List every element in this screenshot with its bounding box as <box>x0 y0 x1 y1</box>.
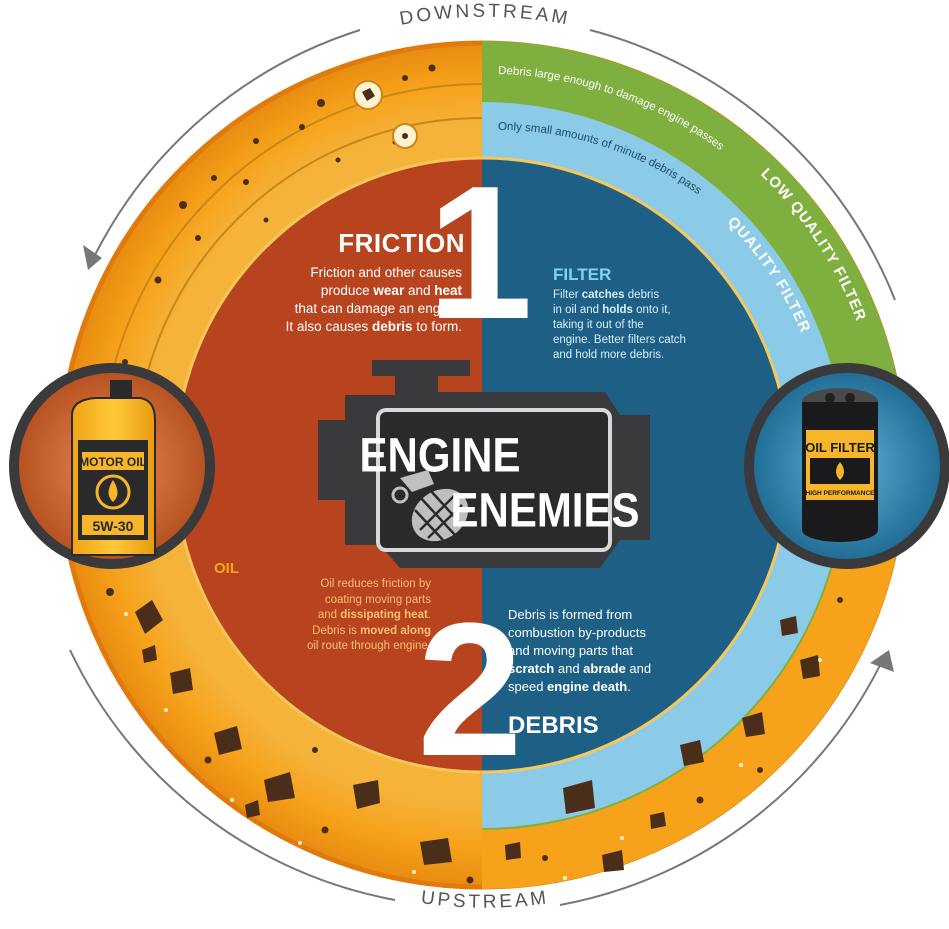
debris-particles <box>106 64 843 884</box>
friction-text: It also causes <box>285 319 372 334</box>
motor-oil-label: MOTOR OIL <box>79 455 147 469</box>
oil-highlight: moved along <box>360 624 431 637</box>
filter-highlight: holds <box>602 304 633 316</box>
friction-highlight: debris <box>371 319 413 334</box>
friction-title: FRICTION <box>338 228 465 258</box>
oil-filter-bubble: OIL FILTER HIGH PERFORMANCE <box>744 363 949 569</box>
friction-highlight: heat <box>434 283 462 298</box>
oil-filter-icon <box>802 388 878 542</box>
friction-number: 1 <box>427 147 533 359</box>
oil-text: coating moving parts <box>324 593 431 606</box>
oil-text: and <box>317 609 341 621</box>
oil-text: . <box>427 609 431 621</box>
debris-text: speed <box>508 679 548 694</box>
friction-text: to form. <box>412 319 462 334</box>
upstream-label: UPSTREAM <box>420 887 551 913</box>
oil-text: Oil reduces friction by <box>320 578 431 590</box>
filter-text: Filter <box>553 289 582 301</box>
friction-text: and <box>404 283 435 298</box>
filter-text: and hold more debris. <box>553 349 665 361</box>
friction-text: produce <box>320 283 374 298</box>
filter-text: engine. Better filters catch <box>553 334 686 346</box>
downstream-label: DOWNSTREAM <box>398 1 572 30</box>
debris-title: DEBRIS <box>508 712 599 739</box>
filter-text: taking it out of the <box>553 319 644 331</box>
filter-highlight: catches <box>581 289 625 301</box>
filter-text: debris <box>624 289 660 301</box>
debris-highlight: engine death <box>547 679 628 694</box>
debris-text: and <box>554 661 584 676</box>
grenade-icon <box>391 470 469 542</box>
oil-description: Oil reduces friction by coating moving p… <box>196 577 431 655</box>
motor-oil-bubble: MOTOR OIL 5W-30 <box>9 363 215 569</box>
debris-text: combustion by-products <box>508 625 647 640</box>
arrow-head-right <box>870 650 894 672</box>
friction-highlight: wear <box>373 283 405 298</box>
filter-title: FILTER <box>553 265 612 284</box>
center-title-line1: ENGINE <box>359 428 520 482</box>
track-particles <box>353 80 418 149</box>
oil-text: oil route through engine. <box>306 640 431 652</box>
friction-text: Friction and other causes <box>310 265 462 280</box>
debris-highlight: scratch <box>508 661 555 676</box>
filter-description: Filter catches debris in oil and holds o… <box>553 288 728 363</box>
oil-highlight: dissipating heat <box>340 609 428 621</box>
oil-title: OIL <box>214 560 239 577</box>
friction-text: that can damage an engine. <box>294 301 462 316</box>
filter-text: onto it, <box>632 304 671 316</box>
friction-description: Friction and other causes produce wear a… <box>230 264 462 336</box>
debris-text: Debris is formed from <box>508 607 633 622</box>
debris-highlight: abrade <box>583 661 626 676</box>
motor-oil-grade: 5W-30 <box>93 518 134 534</box>
oil-text: Debris is <box>312 624 361 637</box>
debris-text: and <box>625 661 652 676</box>
debris-number: 2 <box>417 584 523 796</box>
oil-bubbles <box>124 612 822 880</box>
debris-text: . <box>627 679 631 694</box>
oil-filter-sublabel: HIGH PERFORMANCE <box>806 490 876 497</box>
flow-arrows <box>69 29 896 906</box>
debris-description: Debris is formed from combustion by-prod… <box>508 606 718 696</box>
center-title-line2: ENEMIES <box>450 483 639 537</box>
filter-text: in oil and <box>553 304 603 316</box>
oil-filter-label: OIL FILTER <box>805 440 875 455</box>
debris-text: and moving parts that <box>508 643 634 658</box>
arrow-head-left <box>83 245 102 270</box>
oil-bottle-icon <box>71 380 156 556</box>
